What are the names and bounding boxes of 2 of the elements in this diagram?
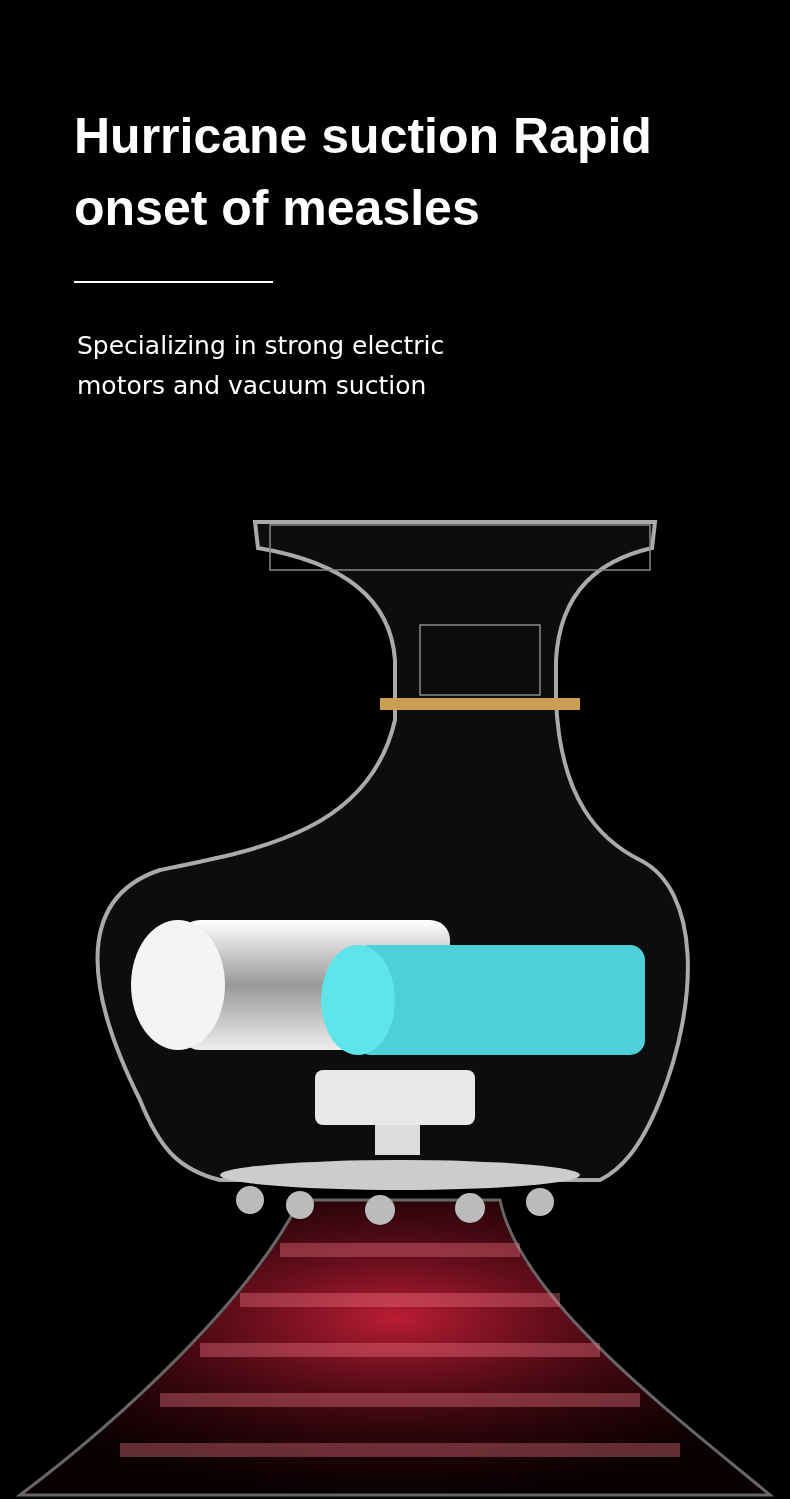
headline: Hurricane suction Rapid onset of measles [74, 107, 653, 238]
subtitle: Specializing in strong electric motors and vacuum suction [77, 330, 446, 402]
